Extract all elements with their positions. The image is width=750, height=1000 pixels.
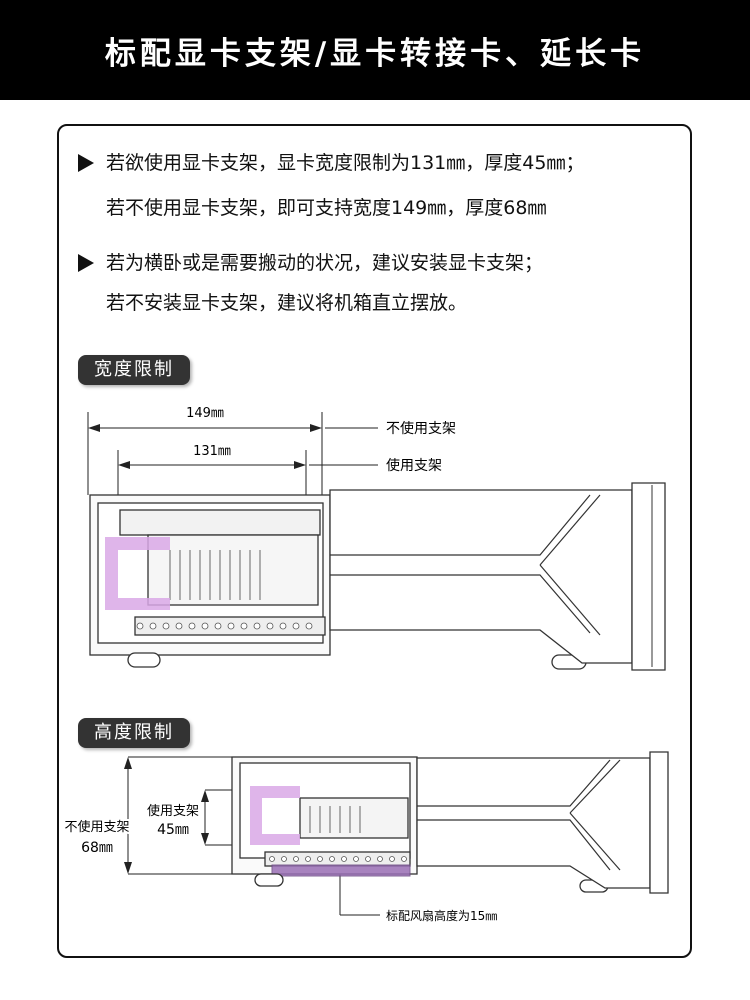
- arrow-right-icon: [78, 254, 94, 272]
- with-bracket-label: 使用支架: [147, 803, 199, 819]
- content-card: [57, 124, 692, 958]
- without-bracket-label: 不使用支架: [64, 819, 129, 835]
- header-banner: 标配显卡支架/显卡转接卡、延长卡: [0, 0, 750, 100]
- page-title: 标配显卡支架/显卡转接卡、延长卡: [104, 35, 646, 72]
- callout-with-bracket: 使用支架: [386, 457, 442, 474]
- dim-149: 149㎜: [186, 406, 224, 421]
- without-bracket-value: 68㎜: [81, 840, 113, 856]
- width-limit-label: 宽度限制: [78, 355, 190, 385]
- width-limit-diagram: 149㎜ 131㎜ 不使用支架 使用支架: [87, 406, 666, 671]
- note-line-3: 若为横卧或是需要搬动的状况，建议安装显卡支架；: [106, 252, 544, 274]
- height-limit-diagram: 不使用支架 68㎜ 使用支架 45㎜ 标配风扇高度为15㎜: [62, 751, 669, 923]
- height-limit-label: 高度限制: [78, 718, 190, 748]
- note-bullet-1: 若欲使用显卡支架，显卡宽度限制为131㎜，厚度45㎜；: [78, 150, 584, 176]
- callout-without-bracket: 不使用支架: [386, 420, 456, 437]
- note-line-2: 若不使用显卡支架，即可支持宽度149㎜，厚度68㎜: [106, 197, 547, 219]
- bracket-highlight-height: [250, 786, 300, 845]
- bracket-highlight: [105, 537, 170, 610]
- arrow-right-icon: [78, 154, 94, 172]
- note-line-4: 若不安装显卡支架，建议将机箱直立摆放。: [106, 292, 468, 314]
- fan-highlight: [271, 864, 411, 877]
- note-bullet-2: 若为横卧或是需要搬动的状况，建议安装显卡支架；: [78, 250, 543, 276]
- with-bracket-value: 45㎜: [157, 822, 189, 838]
- fan-height-note: 标配风扇高度为15㎜: [386, 908, 497, 923]
- note-line-1: 若欲使用显卡支架，显卡宽度限制为131㎜，厚度45㎜；: [106, 152, 585, 174]
- dim-131: 131㎜: [193, 444, 231, 459]
